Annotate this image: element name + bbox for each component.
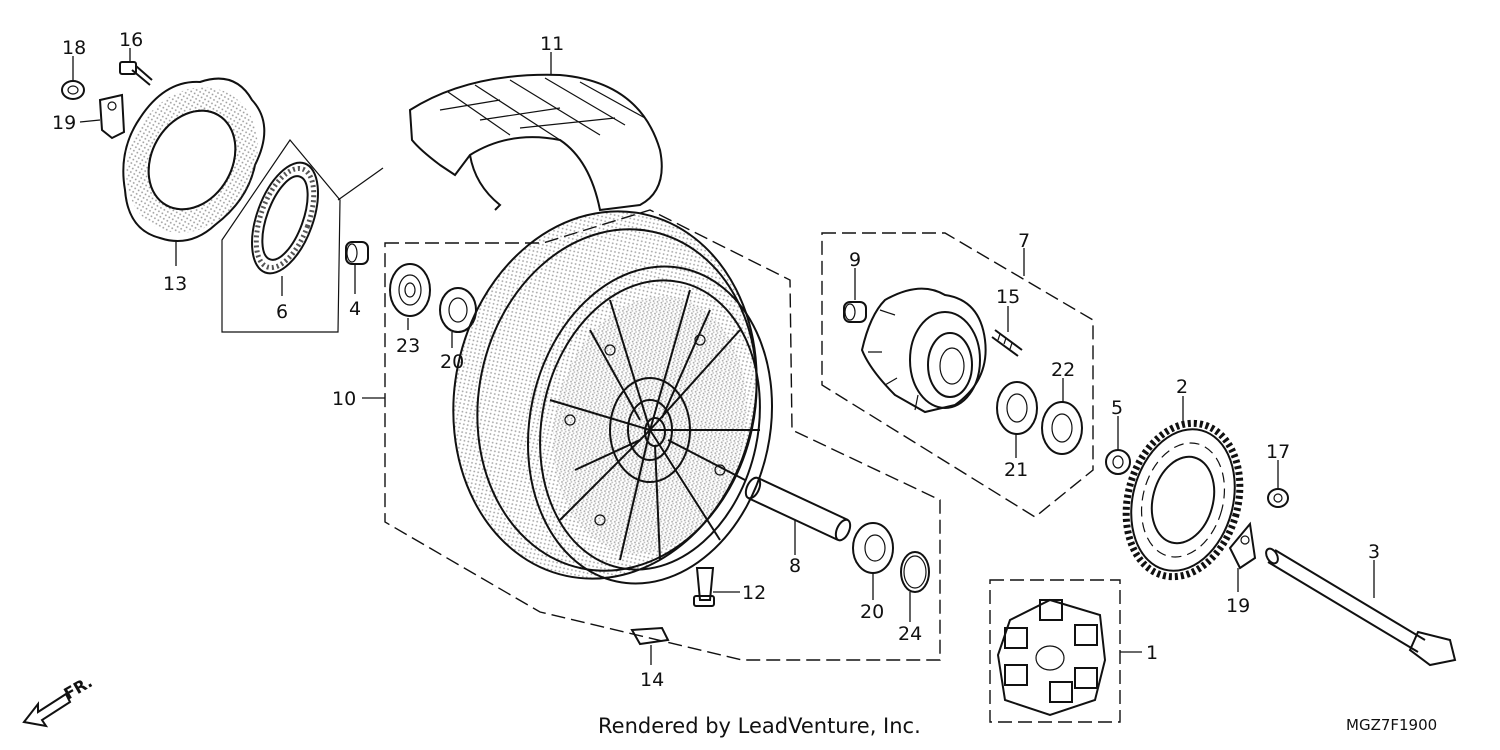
callout-14: 14 — [640, 669, 664, 691]
nut-18 — [61, 80, 85, 100]
callout-13: 13 — [163, 273, 187, 295]
damper-1 — [996, 598, 1107, 717]
callout-15: 15 — [996, 286, 1020, 308]
circlip-24 — [900, 551, 930, 593]
callout-24: 24 — [898, 623, 922, 645]
callout-10: 10 — [332, 388, 356, 410]
tire-11 — [408, 73, 663, 212]
callout-7: 7 — [1018, 230, 1030, 252]
front-arrow-icon — [22, 692, 72, 728]
callout-20-upper: 20 — [440, 351, 464, 373]
seal-group-outline — [221, 139, 341, 333]
callout-4: 4 — [349, 298, 361, 320]
callout-19-right: 19 — [1226, 595, 1250, 617]
callout-21: 21 — [1004, 459, 1028, 481]
brake-disc-13 — [122, 77, 266, 242]
callout-9: 9 — [849, 249, 861, 271]
bolt-16 — [119, 61, 153, 86]
weight-14 — [630, 626, 670, 646]
bracket-19-left — [98, 93, 126, 140]
sprocket-2 — [1122, 419, 1244, 581]
diagram-code: MGZ7F1900 — [1346, 716, 1437, 734]
wheel-10 — [452, 210, 774, 585]
callout-3: 3 — [1368, 541, 1380, 563]
render-credit: Rendered by LeadVenture, Inc. — [598, 714, 921, 738]
hub-flange-7 — [860, 287, 987, 414]
damper-group-outline — [989, 579, 1121, 723]
callout-19-left: 19 — [52, 112, 76, 134]
callout-23: 23 — [396, 335, 420, 357]
bearing-21 — [996, 381, 1038, 435]
sleeve-8 — [744, 476, 852, 542]
collar-9 — [843, 301, 867, 323]
callout-16: 16 — [119, 29, 143, 51]
bearing-22 — [1041, 401, 1083, 455]
callout-6: 6 — [276, 301, 288, 323]
bearing-23 — [389, 263, 431, 317]
collar-5 — [1105, 449, 1131, 475]
callout-17: 17 — [1266, 441, 1290, 463]
callout-11: 11 — [540, 33, 564, 55]
callout-5: 5 — [1111, 397, 1123, 419]
callout-8: 8 — [789, 555, 801, 577]
nut-17 — [1267, 488, 1289, 508]
callout-20-lower: 20 — [860, 601, 884, 623]
callout-18: 18 — [62, 37, 86, 59]
callout-numbers: 18 16 19 13 6 4 11 23 20 10 9 7 15 22 21… — [52, 29, 1380, 691]
bearing-20-lower — [852, 522, 894, 574]
bracket-19-right — [1228, 521, 1257, 570]
front-direction-indicator: FR. — [22, 672, 96, 728]
hub-assembly-outline — [821, 232, 1094, 518]
collar-4 — [345, 241, 369, 265]
callout-1: 1 — [1146, 642, 1158, 664]
axle-3 — [1265, 547, 1457, 667]
callout-2: 2 — [1176, 376, 1188, 398]
seal-6 — [251, 161, 319, 275]
callout-22: 22 — [1051, 359, 1075, 381]
valve-12 — [693, 567, 715, 607]
leader-lines — [72, 48, 1375, 665]
callout-12: 12 — [742, 582, 766, 604]
stud-15 — [991, 329, 1023, 357]
